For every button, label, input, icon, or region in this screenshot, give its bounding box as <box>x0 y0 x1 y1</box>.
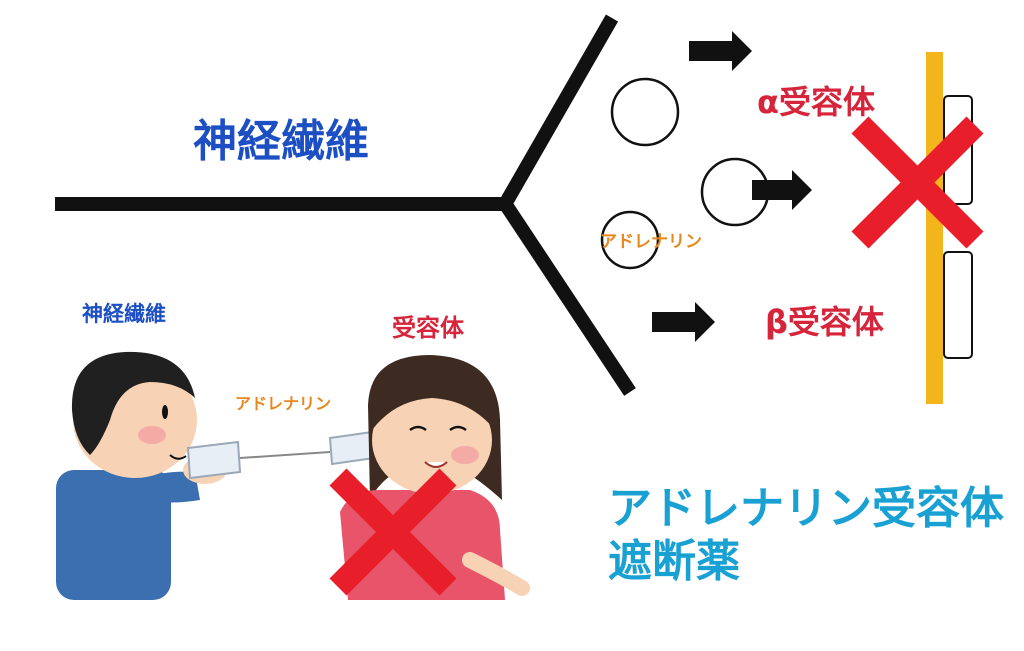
receptor-small-label: 受容体 <box>392 314 464 342</box>
nerve-fiber-line-icon <box>55 14 636 396</box>
arrow-right-icon <box>652 302 715 342</box>
alpha-receptor-label: α受容体 <box>757 83 875 121</box>
cross-mark-icon <box>851 116 984 249</box>
arrow-right-icon <box>689 31 752 71</box>
cross-mark-icon <box>329 468 457 596</box>
cup-phone-icon <box>186 430 376 480</box>
cell-membrane <box>926 52 943 404</box>
adrenaline-molecule-icon <box>610 77 680 147</box>
nerve-fiber-title: 神経繊維 <box>193 116 369 167</box>
receptor-beta-box <box>943 251 973 359</box>
blocker-title-line2: 遮断薬 <box>608 536 740 587</box>
boy-icon <box>56 351 227 600</box>
adrenaline-molecule-icon <box>600 210 660 270</box>
nerve-fiber-small-label: 神経繊維 <box>82 302 166 326</box>
adrenaline-label: アドレナリン <box>600 232 702 252</box>
beta-receptor-label: β受容体 <box>765 303 884 341</box>
arrow-right-icon <box>752 170 812 210</box>
blocker-title-line1: アドレナリン受容体 <box>608 483 1004 534</box>
adrenaline-small-label: アドレナリン <box>235 394 332 413</box>
